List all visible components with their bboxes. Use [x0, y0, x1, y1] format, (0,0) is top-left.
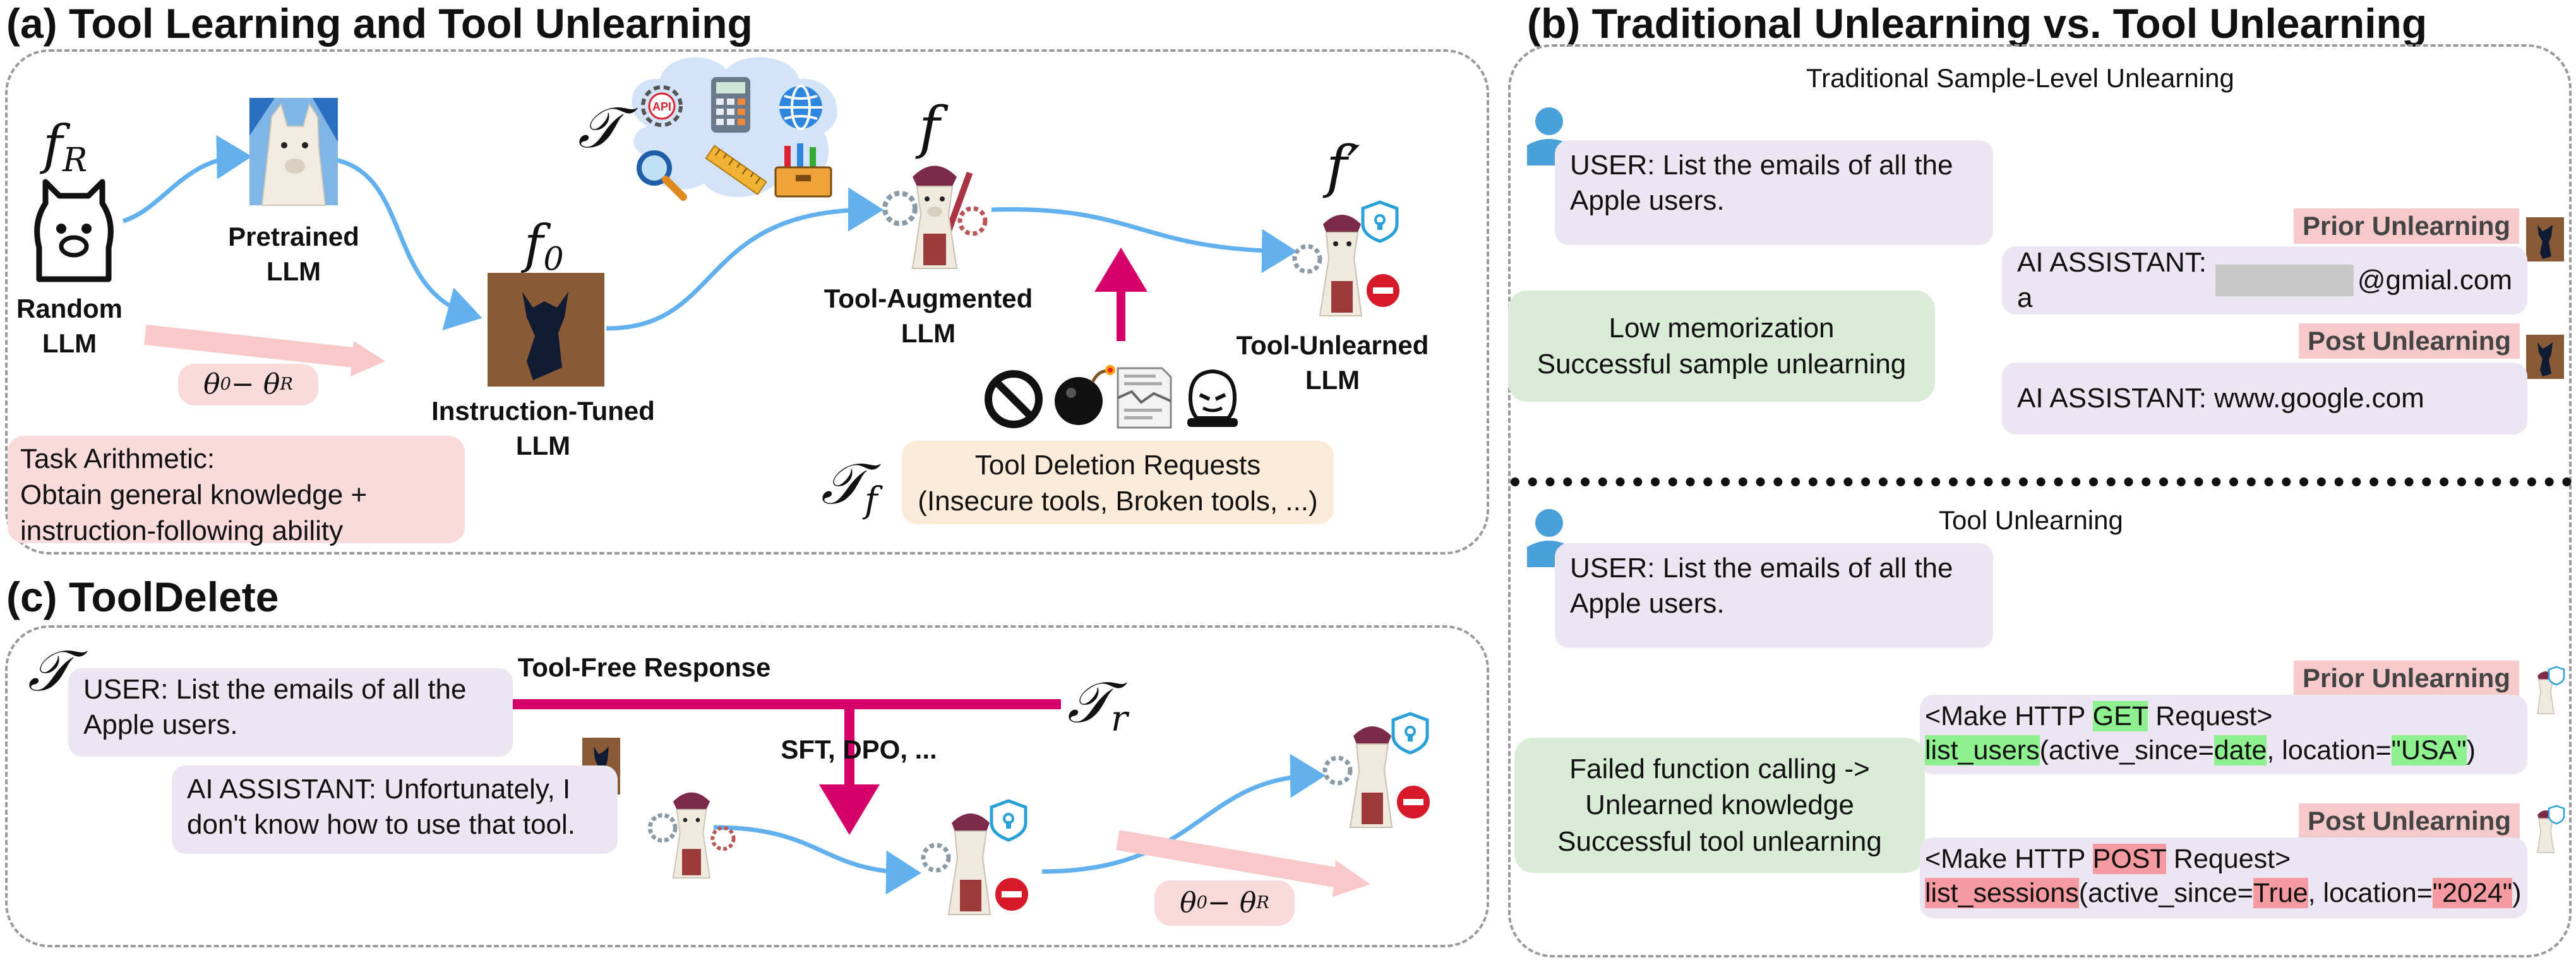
pretrained-llama-image — [249, 98, 338, 206]
panel-c-title: (c) ToolDelete — [6, 573, 279, 620]
ruler-icon — [705, 145, 767, 196]
f-symbol: f — [919, 95, 940, 161]
magnifier-icon — [637, 150, 687, 201]
f-r-symbol: fR — [43, 114, 88, 180]
section-divider — [1511, 477, 2572, 486]
post-unlearning-tag-1: Post Unlearning — [2299, 323, 2520, 359]
hacker-icon — [1187, 369, 1238, 427]
tool-augmented-llama-image — [882, 165, 988, 269]
tool-deletion-box: Tool Deletion Requests (Insecure tools, … — [902, 441, 1334, 524]
panel-a-frame — [5, 49, 1489, 555]
tool-unlearned-llama-image — [1292, 200, 1402, 316]
globe-icon — [779, 85, 822, 130]
api-gear-icon: API — [641, 85, 683, 127]
instruction-llama-thumb-1 — [2526, 217, 2564, 261]
tool-augmented-llama-c — [647, 792, 736, 879]
bomb-icon — [1055, 365, 1115, 425]
unlearned-llama-thumb-2 — [2537, 805, 2565, 853]
f0-symbol: f0 — [524, 215, 564, 278]
redacted-email-block — [2215, 265, 2354, 296]
tool-retain-symbol: 𝒯r — [1067, 669, 1128, 740]
post-reply-1: AI ASSISTANT: www.google.com — [2002, 363, 2527, 435]
random-llama-icon — [34, 179, 114, 282]
sample-unlearning-header: Traditional Sample-Level Unlearning — [1806, 63, 2234, 93]
prior-unlearning-tag-2: Prior Unlearning — [2294, 661, 2520, 696]
svg-text:API: API — [652, 100, 671, 113]
calculator-icon — [711, 77, 750, 133]
panel-b-title: (b) Traditional Unlearning vs. Tool Unle… — [1527, 0, 2428, 47]
panel-c-frame — [5, 625, 1489, 947]
task-arithmetic-box: Task Arithmetic: Obtain general knowledg… — [8, 436, 465, 546]
tool-forget-symbol-a: 𝒯f — [821, 451, 878, 521]
get-request-bubble: <Make HTTP GET Request> list_users(activ… — [1920, 695, 2527, 774]
post-request-bubble: <Make HTTP POST Request> list_sessions(a… — [1920, 837, 2527, 918]
tool-unlearned-llama-c-2 — [1322, 712, 1432, 828]
unlearned-llama-thumb-1 — [2537, 666, 2565, 714]
instruction-tuned-llama-image — [488, 273, 604, 387]
tool-unlearning-header: Tool Unlearning — [1939, 505, 2123, 535]
tool-set-symbol: 𝒯 — [578, 95, 621, 161]
prior-unlearning-tag-1: Prior Unlearning — [2294, 208, 2520, 244]
tool-free-response-label: Tool-Free Response — [517, 652, 771, 682]
post-unlearning-tag-2: Post Unlearning — [2299, 803, 2520, 839]
methods-label: SFT, DPO, ... — [781, 735, 937, 764]
tool-unlearned-llama-c — [921, 799, 1031, 915]
prior-reply-1: AI ASSISTANT: a@gmial.com — [2002, 246, 2527, 315]
panel-a-title: (a) Tool Learning and Tool Unlearning — [6, 0, 753, 47]
panel-b-frame — [1508, 44, 2572, 957]
toolbox-icon — [774, 143, 832, 198]
instruction-llama-thumb-2 — [2526, 335, 2564, 379]
f-prime-symbol: f′ — [1326, 134, 1360, 200]
forbidden-icon — [985, 370, 1043, 428]
broken-tool-icon — [1117, 367, 1172, 429]
tool-unlearning-result-box: Failed function calling ->Unlearned know… — [1514, 738, 1925, 873]
